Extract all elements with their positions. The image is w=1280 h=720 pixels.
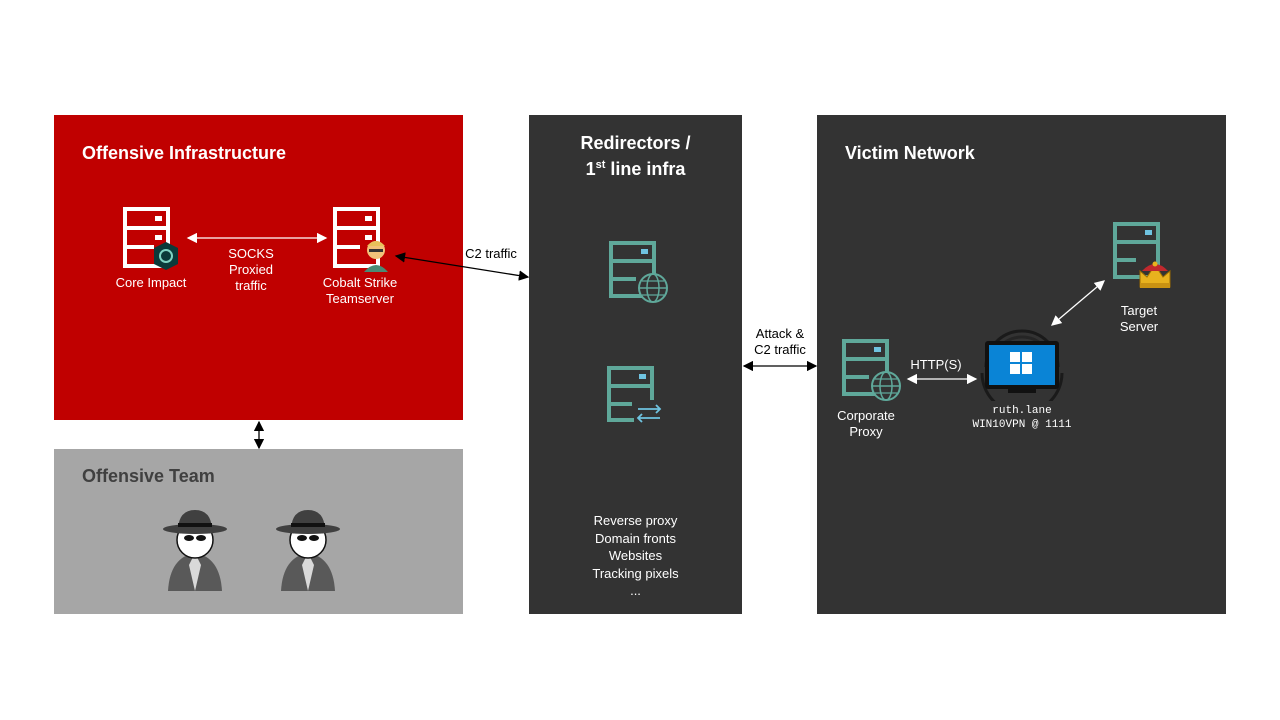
list-item: Reverse proxy — [593, 513, 678, 528]
spy-icon — [163, 510, 227, 591]
redirectors-panel: Redirectors / 1st line infra Reverse pro… — [529, 115, 742, 614]
cobalt-strike-server-icon — [333, 207, 388, 272]
list-item: Tracking pixels — [592, 565, 679, 581]
infra-title: Offensive Infrastructure — [82, 143, 287, 163]
list-item: Domain fronts — [595, 530, 676, 546]
list-item: ... — [630, 583, 641, 598]
corporate-proxy-server-icon — [842, 339, 901, 401]
core-impact-server-icon — [123, 207, 178, 270]
attack-c2-traffic-label: Attack & C2 traffic — [754, 326, 806, 357]
workstation-icon — [980, 329, 1064, 401]
redirectors-title: Redirectors / 1st line infra — [580, 133, 691, 179]
spy-icon — [276, 510, 340, 591]
offensive-team-panel: Offensive Team — [54, 449, 463, 614]
core-impact-label: Core Impact — [115, 275, 187, 290]
redirector-proxy-server-icon — [607, 366, 664, 425]
cobalt-strike-label: Cobalt Strike Teamserver — [322, 275, 398, 306]
corporate-proxy-label: Corporate Proxy — [837, 408, 895, 439]
c2-arrow — [394, 252, 530, 281]
redirector-web-server-icon — [609, 241, 668, 303]
crown-icon — [1139, 261, 1171, 288]
workstation-label: ruth.lane WIN10VPN @ 1111 — [972, 405, 1072, 431]
socks-edge-label: SOCKS Proxied traffic — [228, 246, 274, 293]
list-item: Websites — [608, 548, 663, 563]
victim-title: Victim Network — [845, 143, 975, 163]
team-title: Offensive Team — [82, 466, 215, 486]
redirector-uses-list: Reverse proxy Domain fronts Websites Tra… — [529, 512, 742, 600]
target-server-icon — [1113, 222, 1171, 288]
workstation-target-arrow — [1051, 280, 1105, 326]
https-label: HTTP(S) — [910, 357, 962, 372]
target-server-label: Target Server — [1119, 303, 1159, 334]
